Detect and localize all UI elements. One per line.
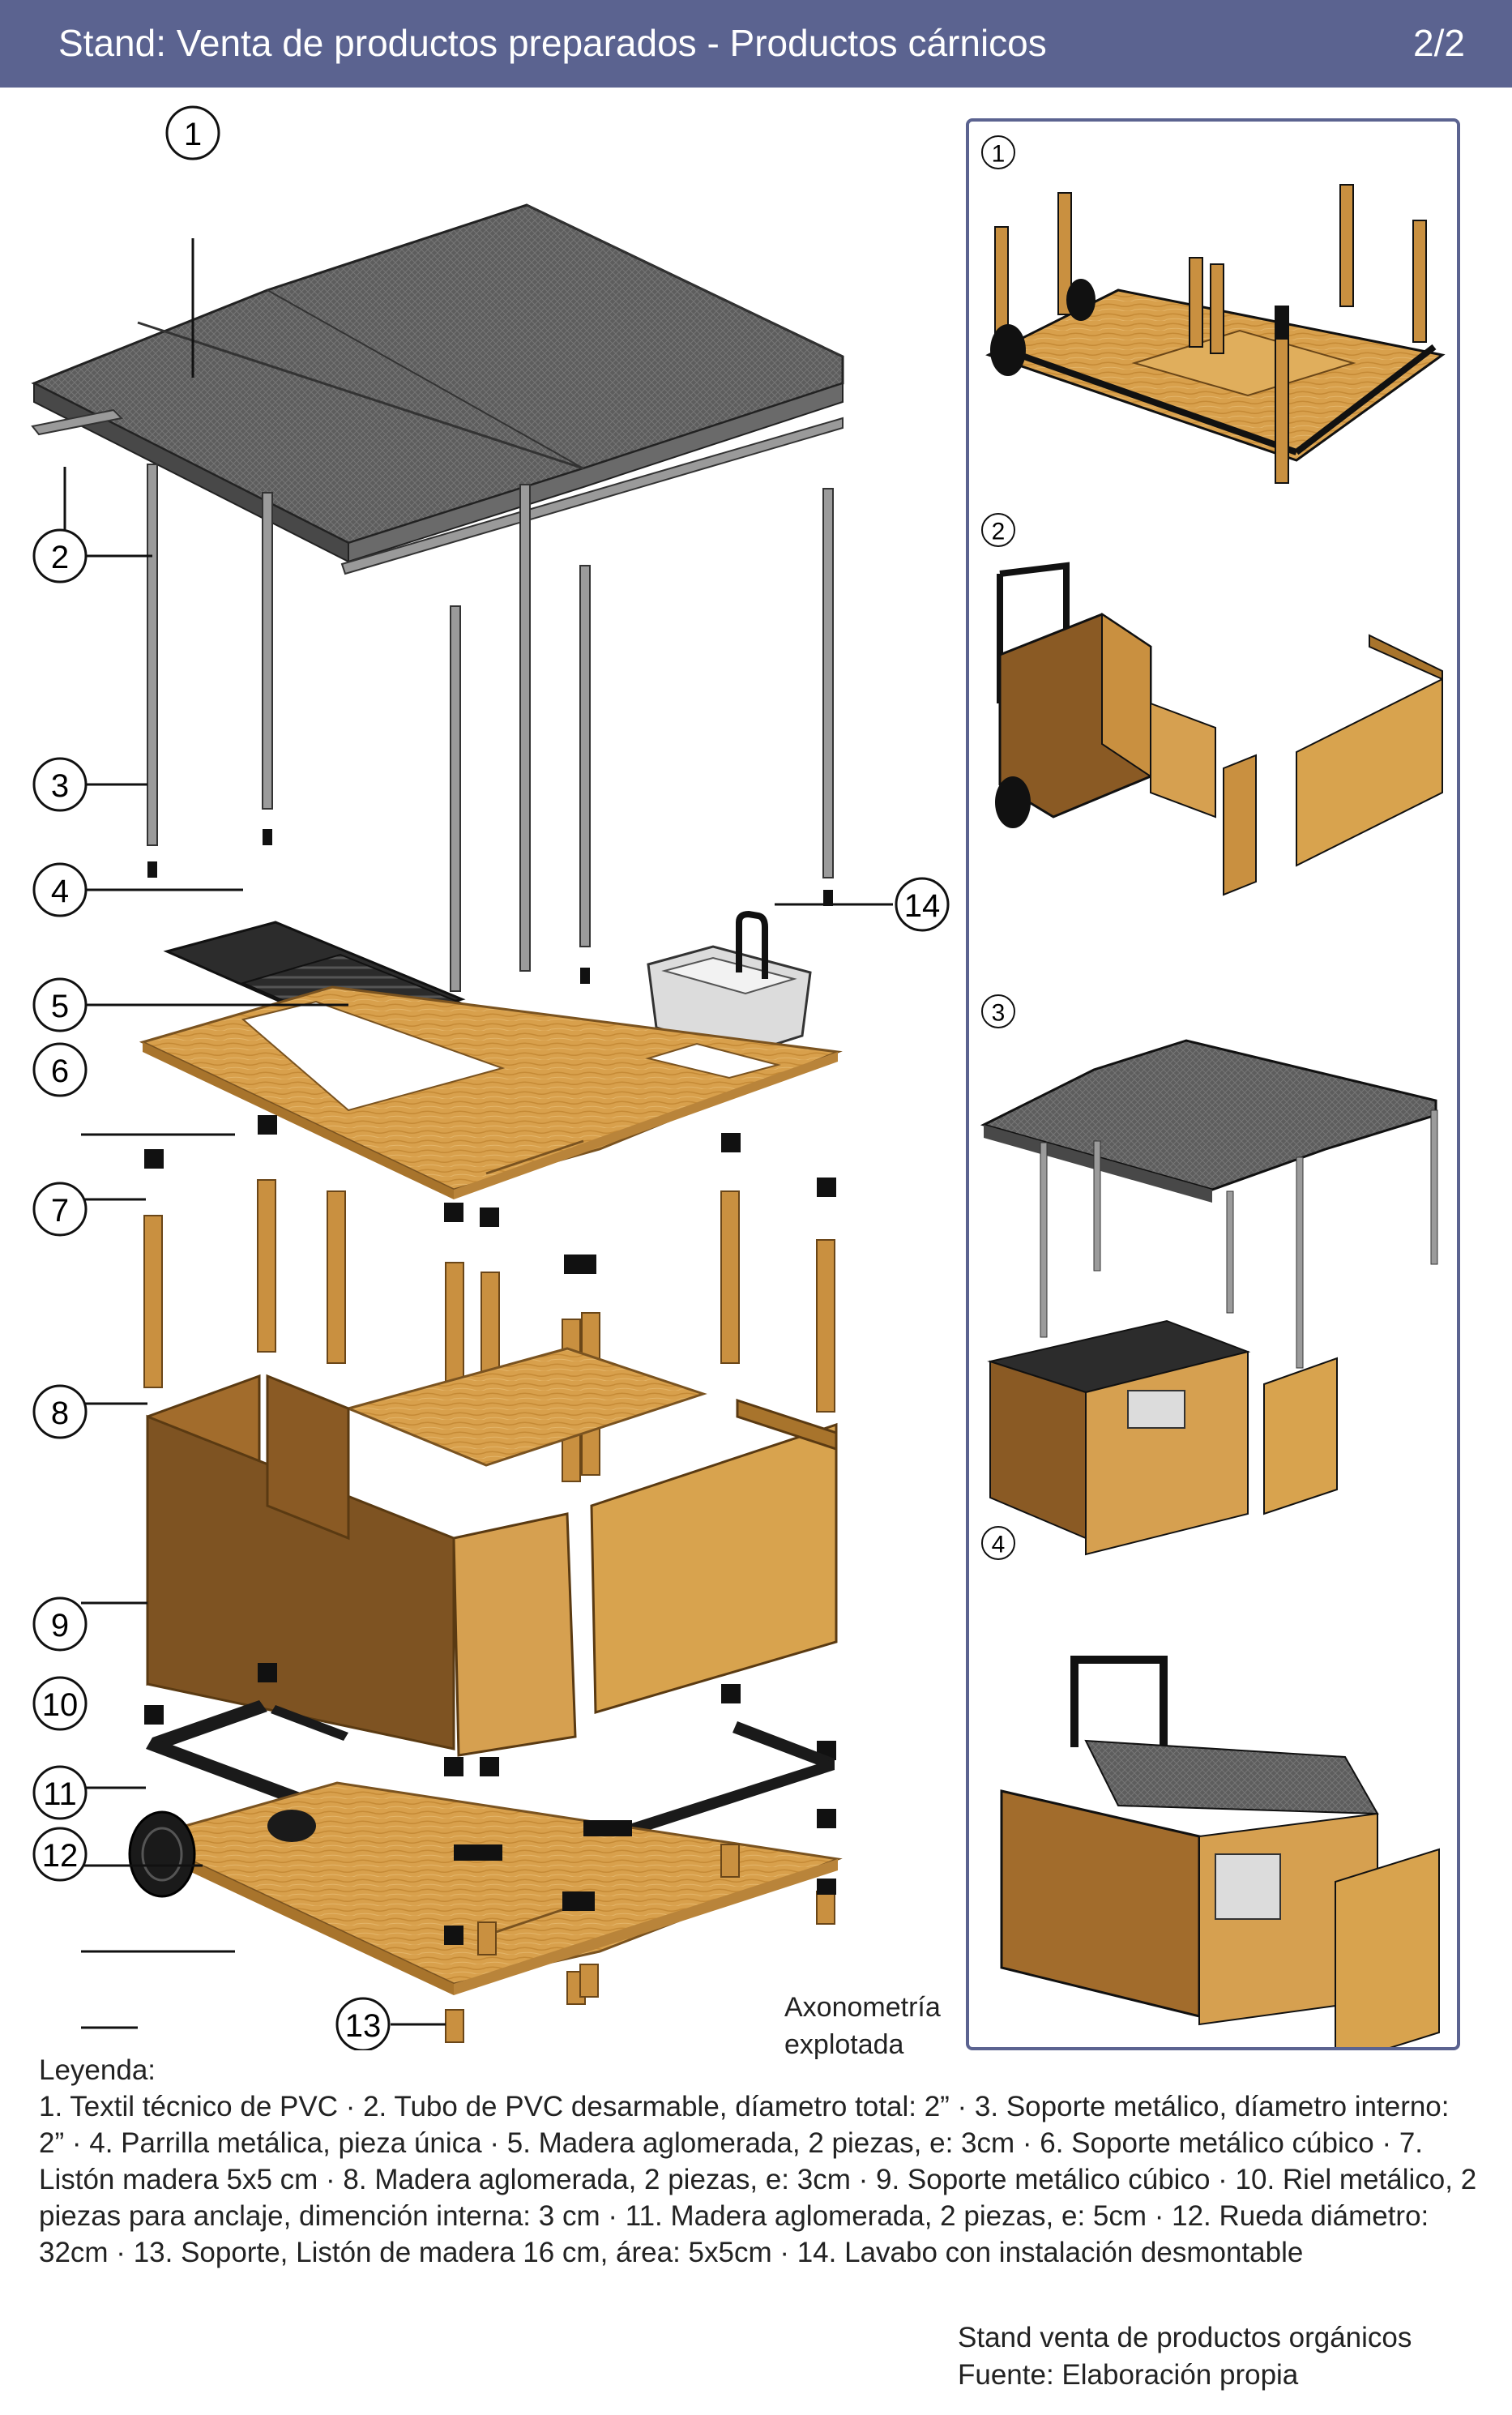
- svg-text:6: 6: [51, 1054, 69, 1089]
- sink-basin: [647, 910, 812, 1055]
- svg-text:3: 3: [992, 1000, 1006, 1027]
- step-number-2: 2: [981, 513, 1015, 547]
- step-number-3: 3: [981, 994, 1015, 1028]
- callout-3: 3: [32, 757, 88, 812]
- svg-text:8: 8: [51, 1396, 69, 1431]
- callout-1: 1: [165, 105, 220, 160]
- header-bar: Stand: Venta de productos preparados - P…: [0, 0, 1512, 88]
- callout-9: 9: [32, 1596, 88, 1652]
- svg-text:5: 5: [51, 989, 69, 1024]
- legend: Leyenda: 1. Textil técnico de PVC · 2. T…: [39, 2052, 1481, 2271]
- step-1-drawing: [985, 184, 1446, 484]
- legend-heading: Leyenda:: [39, 2054, 156, 2086]
- axonometric-caption-line2: explotada: [784, 2029, 904, 2060]
- inner-shelf: [344, 1347, 707, 1467]
- page-title: Stand: Venta de productos preparados - P…: [58, 22, 1047, 64]
- base-board: [139, 1781, 843, 1995]
- cubic-supports-lower: [144, 1663, 836, 1776]
- wheels: [128, 1810, 316, 1898]
- svg-text:10: 10: [42, 1687, 79, 1723]
- step-3-drawing: [980, 1039, 1438, 1556]
- callout-6: 6: [32, 1042, 88, 1097]
- axonometric-caption-line1: Axonometría: [784, 1992, 941, 2023]
- svg-text:14: 14: [904, 888, 941, 924]
- roof-canopy: [31, 203, 844, 563]
- leader-lines: [63, 238, 893, 2029]
- svg-text:4: 4: [51, 874, 69, 909]
- callout-14: 14: [895, 877, 950, 932]
- step-4-drawing: [1000, 1656, 1440, 2050]
- step-2-drawing: [995, 562, 1443, 896]
- cabinet-panels: [146, 1374, 838, 1757]
- callout-13: 13: [335, 1997, 391, 2050]
- assembly-steps-panel: [966, 118, 1460, 2050]
- source-line2: Fuente: Elaboración propia: [958, 2359, 1299, 2391]
- cubic-supports-upper: [144, 1115, 836, 1274]
- callouts: 1 2 3 4 5 6 7 8 9 10 11 12 13 14: [32, 105, 950, 2050]
- source-note: Stand venta de productos orgánicos Fuent…: [958, 2319, 1412, 2394]
- step-number-1: 1: [981, 135, 1015, 169]
- svg-text:3: 3: [51, 768, 69, 804]
- callout-12: 12: [32, 1827, 88, 1882]
- svg-text:2: 2: [992, 519, 1006, 545]
- svg-text:9: 9: [51, 1608, 69, 1643]
- callout-11: 11: [32, 1765, 88, 1820]
- svg-text:7: 7: [51, 1193, 69, 1229]
- callout-4: 4: [32, 862, 88, 917]
- callout-7: 7: [32, 1182, 88, 1237]
- exploded-axonometric-diagram: 1 2 3 4 5 6 7 8 9 10 11 12 13 14: [31, 105, 1446, 2050]
- callout-10: 10: [32, 1676, 88, 1731]
- callout-8: 8: [32, 1384, 88, 1439]
- callout-2: 2: [32, 528, 88, 583]
- pvc-poles: [147, 464, 834, 992]
- step-number-4: 4: [981, 1526, 1015, 1560]
- callout-5: 5: [32, 977, 88, 1032]
- roof-rails: [31, 408, 844, 575]
- wood-feet: [445, 1844, 835, 2043]
- svg-text:11: 11: [43, 1776, 77, 1812]
- step-numbers: 1 2 3 4: [981, 135, 1015, 1560]
- svg-text:1: 1: [184, 117, 202, 152]
- svg-text:1: 1: [992, 141, 1006, 168]
- svg-text:2: 2: [51, 540, 69, 575]
- counter-board: [139, 985, 843, 1199]
- page-number: 2/2: [1413, 22, 1465, 64]
- svg-text:4: 4: [992, 1532, 1006, 1558]
- source-line1: Stand venta de productos orgánicos: [958, 2322, 1412, 2353]
- svg-text:13: 13: [345, 2008, 382, 2044]
- feet-caps: [444, 1809, 836, 1945]
- legend-body: 1. Textil técnico de PVC · 2. Tubo de PV…: [39, 2091, 1477, 2268]
- svg-text:12: 12: [42, 1838, 79, 1874]
